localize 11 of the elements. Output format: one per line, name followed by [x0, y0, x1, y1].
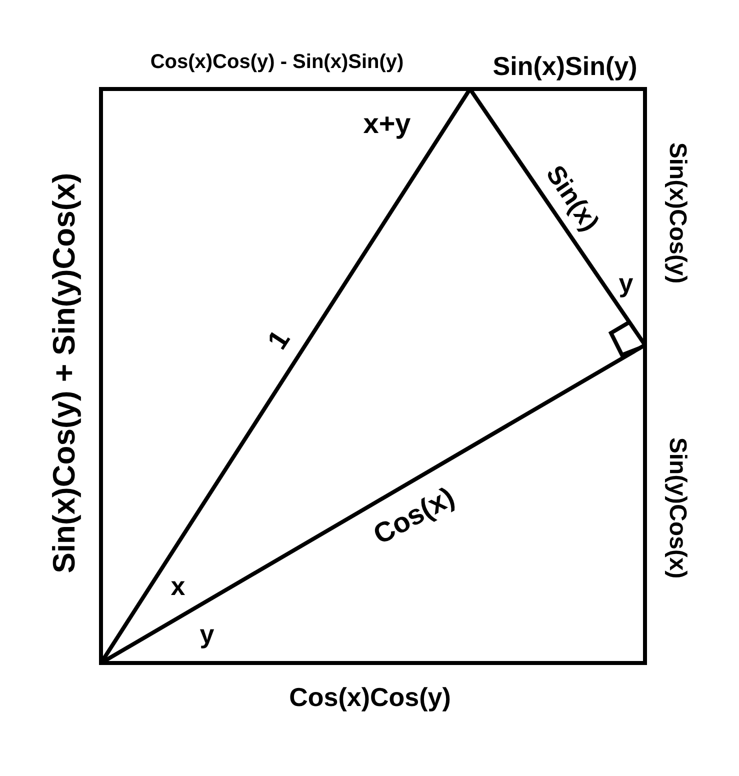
side-label: Sin(x)Sin(y): [492, 53, 638, 79]
side-label: 1: [263, 326, 295, 354]
side-label: Cos(x)Cos(y) - Sin(x)Sin(y): [150, 52, 404, 72]
angle-label: y: [200, 621, 214, 647]
side-label: Cos(x)Cos(y): [289, 684, 451, 710]
angle-label: x+y: [363, 110, 411, 138]
angle-label: y: [618, 270, 634, 296]
angle-label: x: [170, 573, 186, 599]
side-label: Sin(x)Cos(y) + Sin(y)Cos(x): [48, 172, 80, 574]
side-label: Sin(x)Cos(y): [665, 142, 689, 284]
side-label: Sin(y)Cos(x): [665, 437, 689, 579]
